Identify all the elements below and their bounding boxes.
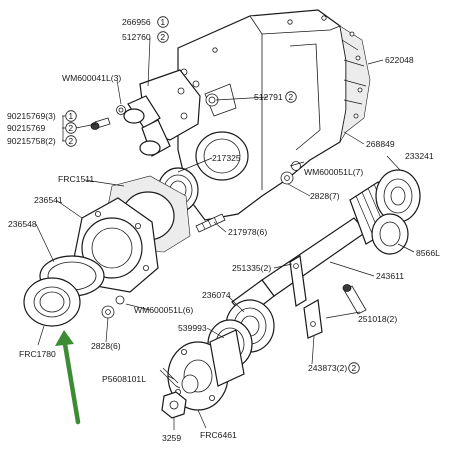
bearing-8566l — [371, 213, 409, 255]
label-wm600041l: WM600041L(3) — [62, 73, 121, 83]
washer-frc1780 — [23, 277, 81, 327]
label-8566l: 8566L — [416, 248, 440, 258]
flange-frc6461 — [167, 329, 245, 411]
shaft-243611 — [231, 181, 397, 319]
green-pointer-arrow — [55, 330, 81, 425]
mounting-flange — [123, 69, 201, 157]
label-2828-7: 2828(7) — [310, 191, 340, 201]
label-268849: 268849 — [366, 139, 395, 149]
label-251018: 251018(2) — [358, 314, 397, 324]
label-frc1780: FRC1780 — [19, 349, 56, 359]
label-frc6461: FRC6461 — [200, 430, 237, 440]
label-243611: 243611 — [376, 271, 404, 281]
label-wm600051l-7: WM600051L(7) — [304, 167, 363, 177]
label-frc1511: FRC1511 — [58, 174, 94, 184]
marker-2-text: 2 — [160, 32, 165, 42]
bracket-251335 — [289, 255, 307, 307]
fasteners-top — [90, 93, 219, 130]
part-labels: 266956 512760 1 2 WM600041L(3) 90215769(… — [7, 17, 440, 443]
label-236074: 236074 — [202, 290, 231, 300]
item-markers — [65, 16, 360, 374]
leader-lines — [35, 37, 415, 430]
label-266956: 266956 — [122, 17, 151, 27]
label-217978: 217978(6) — [228, 227, 267, 237]
marker-2-text-b: 2 — [68, 123, 73, 133]
split-pin — [159, 367, 181, 389]
label-p5608101l: P5608101L — [102, 374, 146, 384]
stud-217978 — [195, 213, 226, 233]
bracket-connector — [62, 115, 65, 142]
bolt-251018 — [342, 284, 367, 315]
marker-1-text: 1 — [160, 17, 165, 27]
castle-nut-3259 — [161, 391, 187, 419]
nut-2828-left — [101, 295, 125, 319]
label-243873: 243873(2) — [308, 363, 347, 373]
gearbox-housing — [177, 9, 371, 221]
marker-1-text-b: 1 — [68, 111, 73, 121]
label-539993: 539993 — [178, 323, 207, 333]
label-90215758-2: 90215758(2) — [7, 136, 56, 146]
label-236548: 236548 — [8, 219, 37, 229]
bracket-243873 — [303, 299, 323, 339]
label-512791: 512791 — [254, 92, 283, 102]
label-3259: 3259 — [162, 433, 181, 443]
label-233241: 233241 — [405, 151, 434, 161]
label-512760: 512760 — [122, 32, 151, 42]
marker-2-text-d: 2 — [288, 92, 293, 102]
dog-233241 — [375, 169, 421, 223]
label-2828-6: 2828(6) — [91, 341, 121, 351]
label-wm600051l-6: WM600051L(6) — [134, 305, 193, 315]
label-90215769: 90215769 — [7, 123, 45, 133]
marker-2-text-e: 2 — [351, 363, 356, 373]
label-217325: 217325 — [212, 153, 241, 163]
label-90215769-3: 90215769(3) — [7, 111, 56, 121]
label-251335: 251335(2) — [232, 263, 271, 273]
marker-2-text-c: 2 — [68, 136, 73, 146]
label-236541: 236541 — [34, 195, 63, 205]
label-622048: 622048 — [385, 55, 414, 65]
